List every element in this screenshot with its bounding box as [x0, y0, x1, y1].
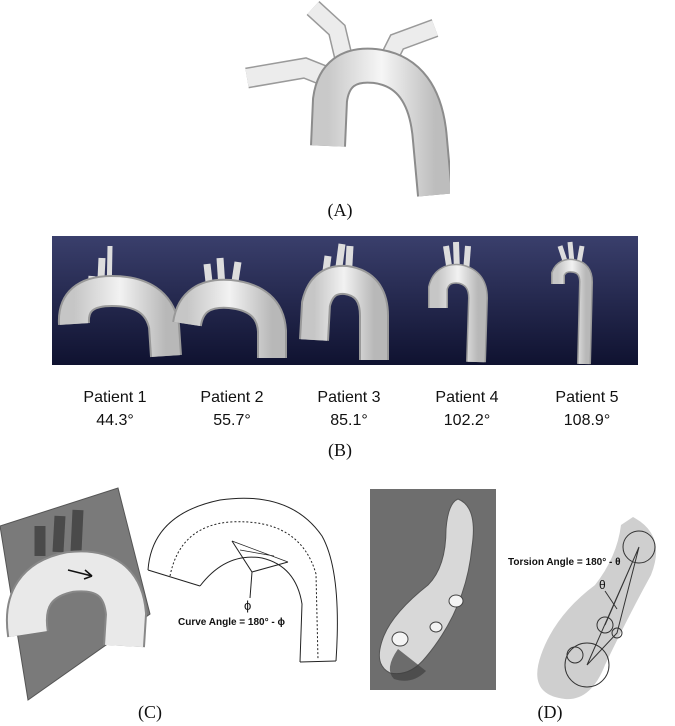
torsion-angle-label: Torsion Angle = 180° - θ	[508, 557, 620, 568]
phi-symbol: ϕ	[244, 598, 251, 613]
patient-models-svg	[57, 241, 594, 365]
patient-1-name: Patient 1	[83, 389, 147, 406]
vessel-cross-section-panel	[370, 489, 496, 690]
direction-arrow-line	[67, 569, 93, 577]
proximal-end-line	[147, 569, 201, 587]
distal-end-line	[299, 660, 337, 663]
patient-5-model	[551, 241, 594, 365]
centerline	[169, 521, 319, 661]
patient-5-angle: 108.9°	[563, 412, 611, 429]
panel-b-label: (B)	[328, 440, 352, 460]
patient-2-angle: 55.7°	[213, 412, 251, 429]
patient-4-name: Patient 4	[435, 389, 499, 406]
vessel-opening-1	[448, 594, 464, 608]
patient-5-name: Patient 5	[555, 389, 619, 406]
patient-1-angle: 44.3°	[96, 412, 134, 429]
patient-3-model	[299, 243, 389, 360]
patient-4-model	[428, 241, 489, 363]
panel-c-label: (C)	[138, 702, 162, 722]
patient-4-caption: Patient 4 102.2°	[412, 386, 522, 432]
torsion-angle-diagram: θ Torsion Angle = 180° - θ	[508, 517, 657, 700]
patient-2-caption: Patient 2 55.7°	[177, 386, 287, 432]
patient-2-name: Patient 2	[200, 389, 264, 406]
patient-3-name: Patient 3	[317, 389, 381, 406]
patient-4-angle: 102.2°	[443, 412, 491, 429]
phi-arrow	[249, 571, 253, 599]
patient-models-band	[52, 236, 638, 365]
aortic-arch-model-a	[245, 0, 450, 197]
patient-5-caption: Patient 5 108.9°	[532, 386, 642, 432]
patient-1-model	[57, 245, 182, 358]
vessel-opening-2	[429, 621, 443, 633]
direction-arrow-head	[83, 569, 93, 580]
patient-3-caption: Patient 3 85.1°	[294, 386, 404, 432]
theta-arrow	[604, 590, 618, 610]
curve-angle-label: Curve Angle = 180° - ϕ	[178, 617, 285, 628]
theta-symbol: θ	[599, 578, 606, 592]
vessel-opening-3	[391, 631, 409, 647]
patient-1-caption: Patient 1 44.3°	[60, 386, 170, 432]
panel-a-label: (A)	[327, 200, 353, 220]
patient-2-model	[172, 257, 287, 358]
patient-3-angle: 85.1°	[330, 412, 368, 429]
panel-d-label: (D)	[537, 702, 563, 722]
curve-angle-diagram: ϕ Curve Angle = 180° - ϕ	[147, 497, 338, 663]
aorta-cut-plane-model	[0, 487, 151, 701]
